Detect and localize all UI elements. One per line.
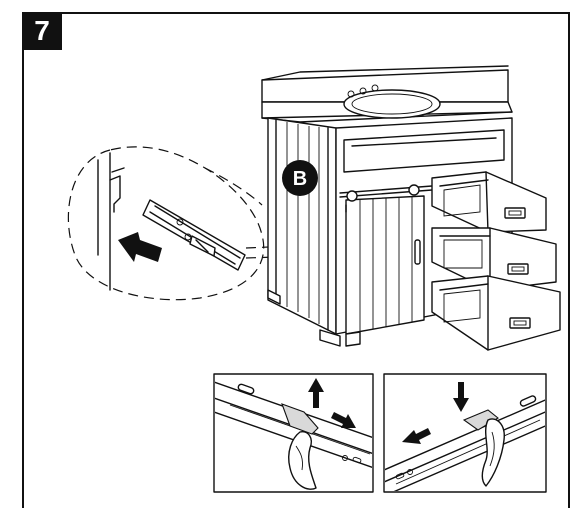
zoom-push-arrow-icon bbox=[118, 232, 162, 262]
door-handle bbox=[414, 239, 421, 265]
drawer-pull bbox=[509, 317, 531, 329]
callout-b-label: B bbox=[293, 168, 307, 190]
instruction-frame bbox=[22, 12, 570, 508]
zoom-lens-outline bbox=[67, 146, 265, 301]
barn-door bbox=[345, 195, 425, 335]
drawer-pull bbox=[504, 207, 526, 219]
drawer-pull bbox=[507, 263, 529, 275]
arrow-left-icon bbox=[402, 428, 431, 444]
detail-panel-right bbox=[383, 373, 547, 493]
step-number-badge: 7 bbox=[22, 12, 62, 50]
faucet-hole bbox=[359, 87, 367, 95]
callout-b: B bbox=[282, 160, 318, 196]
zoom-callout bbox=[67, 146, 265, 301]
vanity-cabinet bbox=[261, 65, 513, 347]
arrow-right-icon bbox=[331, 412, 356, 428]
arrow-down-icon bbox=[453, 382, 469, 412]
drawer-bottom bbox=[431, 275, 561, 351]
faucet-hole bbox=[347, 90, 355, 98]
faucet-hole bbox=[371, 84, 379, 92]
drawer-middle bbox=[431, 227, 557, 291]
hand-icon bbox=[481, 418, 505, 487]
sink-basin bbox=[343, 89, 441, 119]
drawer-top bbox=[431, 171, 547, 233]
detail-panel-left bbox=[213, 373, 374, 493]
arrow-up-icon bbox=[308, 378, 324, 408]
zoom-leader-top bbox=[204, 167, 263, 206]
